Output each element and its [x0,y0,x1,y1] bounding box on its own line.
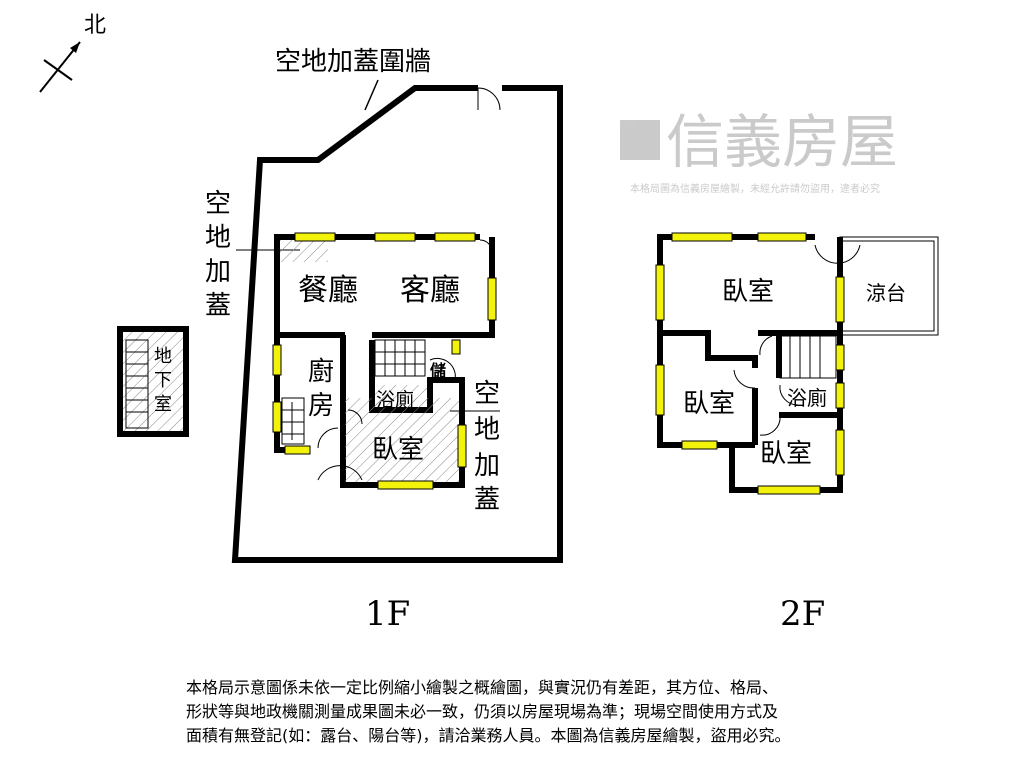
svg-text:臥室: 臥室 [683,389,735,419]
svg-text:蓋: 蓋 [474,485,500,515]
svg-text:廚: 廚 [308,357,334,387]
svg-text:下: 下 [154,370,172,391]
svg-text:空: 空 [474,379,500,409]
stairs [281,339,426,445]
svg-text:浴廁: 浴廁 [787,386,827,410]
north-arrow-icon [39,41,81,93]
svg-text:空: 空 [205,189,231,219]
compass-label: 北 [84,13,106,38]
windows-2f [655,232,845,495]
svg-text:室: 室 [154,394,172,415]
svg-text:地: 地 [205,223,231,253]
disclaimer-line: 面積有無登記(如：露台、陽台等)，請洽業務人員。本圖為信義房屋繪製，盜用必究。 [186,726,791,745]
left-addition-label: 空 地 加 蓋 [205,189,231,321]
windows-1f [272,232,497,490]
watermark: 信義房屋 本格局圖為信義房屋繪製，未經允許請勿盜用，違者必究 [620,108,898,195]
svg-text:蓋: 蓋 [205,291,231,321]
svg-text:臥室: 臥室 [722,277,774,307]
floor2-house [657,234,843,493]
svg-text:涼台: 涼台 [866,281,906,305]
svg-text:本格局圖為信義房屋繪製，未經允許請勿盜用，違者必究: 本格局圖為信義房屋繪製，未經允許請勿盜用，違者必究 [630,182,880,195]
disclaimer-line: 本格局示意圖係未依一定比例縮小繪製之概繪圖，與實況仍有差距，其方位、格局、 [186,678,779,697]
fence-label: 空地加蓋圍牆 [275,47,431,77]
stairs-2f [779,335,837,379]
floor2-room-labels: 臥室 涼台 臥室 浴廁 臥室 [683,277,906,469]
svg-text:信義房屋: 信義房屋 [666,108,898,176]
svg-text:臥室: 臥室 [372,435,424,465]
svg-text:儲: 儲 [429,361,446,380]
svg-text:地: 地 [474,415,500,445]
disclaimer: 本格局示意圖係未依一定比例縮小繪製之概繪圖，與實況仍有差距，其方位、格局、 形狀… [186,676,986,748]
svg-text:餐廳: 餐廳 [298,273,358,308]
svg-text:房: 房 [308,391,334,421]
floor2-title: 2F [780,594,825,634]
svg-text:地: 地 [154,346,172,367]
svg-text:客廳: 客廳 [400,273,460,308]
disclaimer-line: 形狀等與地政機關測量成果圖未必一致，仍須以房屋現場為準；現場空間使用方式及 [186,702,779,721]
svg-text:加: 加 [205,257,231,287]
basement: 地 下 室 [117,326,189,437]
svg-text:臥室: 臥室 [760,439,812,469]
svg-text:加: 加 [474,451,500,481]
svg-text:浴廁: 浴廁 [376,388,414,411]
floor1-room-labels: 餐廳 客廳 廚 房 浴廁 儲 臥室 空 地 加 蓋 [298,273,500,515]
floor1-title: 1F [365,594,410,634]
yard-fence [231,85,563,563]
